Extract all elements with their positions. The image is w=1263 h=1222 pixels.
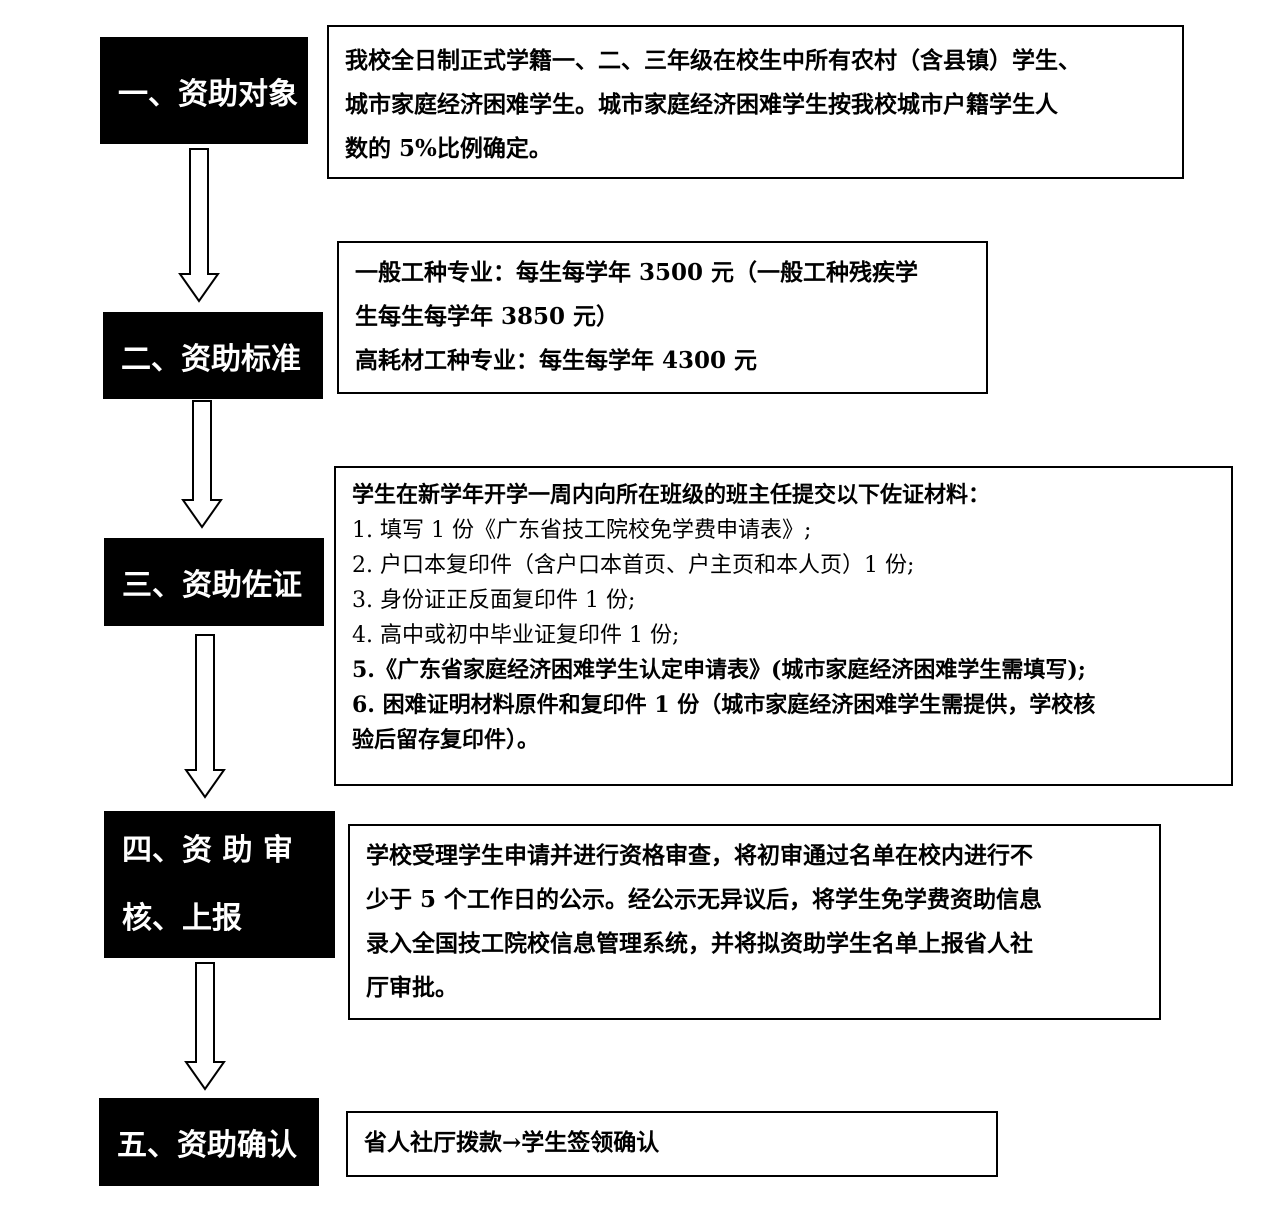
evidence-item-4: 4. 高中或初中毕业证复印件 1 份; (352, 623, 680, 648)
step-3-label: 三、资助佐证 (104, 538, 324, 626)
target-description-box: 我校全日制正式学籍一、二、三年级在校生中所有农村（含县镇）学生、 城市家庭经济困… (327, 25, 1184, 179)
step-5-label: 五、资助确认 (99, 1098, 319, 1186)
target-line-2: 城市家庭经济困难学生。城市家庭经济困难学生按我校城市户籍学生人 (345, 91, 1058, 118)
step-3-text: 三、资助佐证 (122, 568, 302, 603)
step-1-label: 一、资助对象 (100, 37, 308, 144)
flow-arrow-4 (184, 962, 226, 1092)
evidence-item-5: 5.《广东省家庭经济困难学生认定申请表》(城市家庭经济困难学生需填写); (352, 657, 1086, 683)
evidence-intro: 学生在新学年开学一周内向所在班级的班主任提交以下佐证材料： (352, 482, 991, 508)
review-description-box: 学校受理学生申请并进行资格审查，将初审通过名单在校内进行不 少于 5 个工作日的… (348, 824, 1161, 1020)
standard-description-box: 一般工种专业：每生每学年 3500 元（一般工种残疾学 生每生每学年 3850 … (337, 241, 988, 394)
confirm-line-1: 省人社厅拨款→学生签领确认 (364, 1129, 660, 1156)
target-line-1: 我校全日制正式学籍一、二、三年级在校生中所有农村（含县镇）学生、 (345, 47, 1081, 74)
flow-arrow-3 (184, 634, 226, 800)
review-line-4: 厅审批。 (366, 974, 458, 1001)
step-5-text: 五、资助确认 (117, 1128, 297, 1163)
review-line-1: 学校受理学生申请并进行资格审查，将初审通过名单在校内进行不 (366, 842, 1033, 869)
standard-line-2: 生每生每学年 3850 元） (355, 303, 620, 330)
evidence-description-box: 学生在新学年开学一周内向所在班级的班主任提交以下佐证材料： 1. 填写 1 份《… (334, 466, 1233, 786)
evidence-item-6: 6. 困难证明材料原件和复印件 1 份（城市家庭经济困难学生需提供，学校核 (352, 692, 1096, 718)
evidence-item-3: 3. 身份证正反面复印件 1 份; (352, 588, 636, 613)
review-line-2: 少于 5 个工作日的公示。经公示无异议后，将学生免学费资助信息 (366, 886, 1043, 913)
standard-line-1: 一般工种专业：每生每学年 3500 元（一般工种残疾学 (355, 259, 919, 286)
step-4-label: 四、资 助 审 核、上报 (104, 811, 335, 958)
evidence-item-2: 2. 户口本复印件（含户口本首页、户主页和本人页）1 份; (352, 553, 915, 578)
evidence-item-1: 1. 填写 1 份《广东省技工院校免学费申请表》; (352, 518, 812, 543)
step-2-label: 二、资助标准 (103, 312, 323, 399)
step-1-text: 一、资助对象 (118, 76, 298, 112)
target-line-3: 数的 5%比例确定。 (345, 135, 552, 162)
confirm-description-box: 省人社厅拨款→学生签领确认 (346, 1111, 998, 1177)
evidence-item-6-cont: 验后留存复印件）。 (352, 727, 540, 753)
flow-arrow-2 (181, 400, 223, 530)
step-2-text: 二、资助标准 (121, 341, 301, 377)
standard-line-3: 高耗材工种专业：每生每学年 4300 元 (355, 347, 758, 374)
step-4-text-line-2: 核、上报 (122, 900, 242, 936)
step-4-text-line-1: 四、资 助 审 (122, 832, 293, 868)
review-line-3: 录入全国技工院校信息管理系统，并将拟资助学生名单上报省人社 (366, 930, 1033, 957)
flow-arrow-1 (178, 148, 220, 304)
